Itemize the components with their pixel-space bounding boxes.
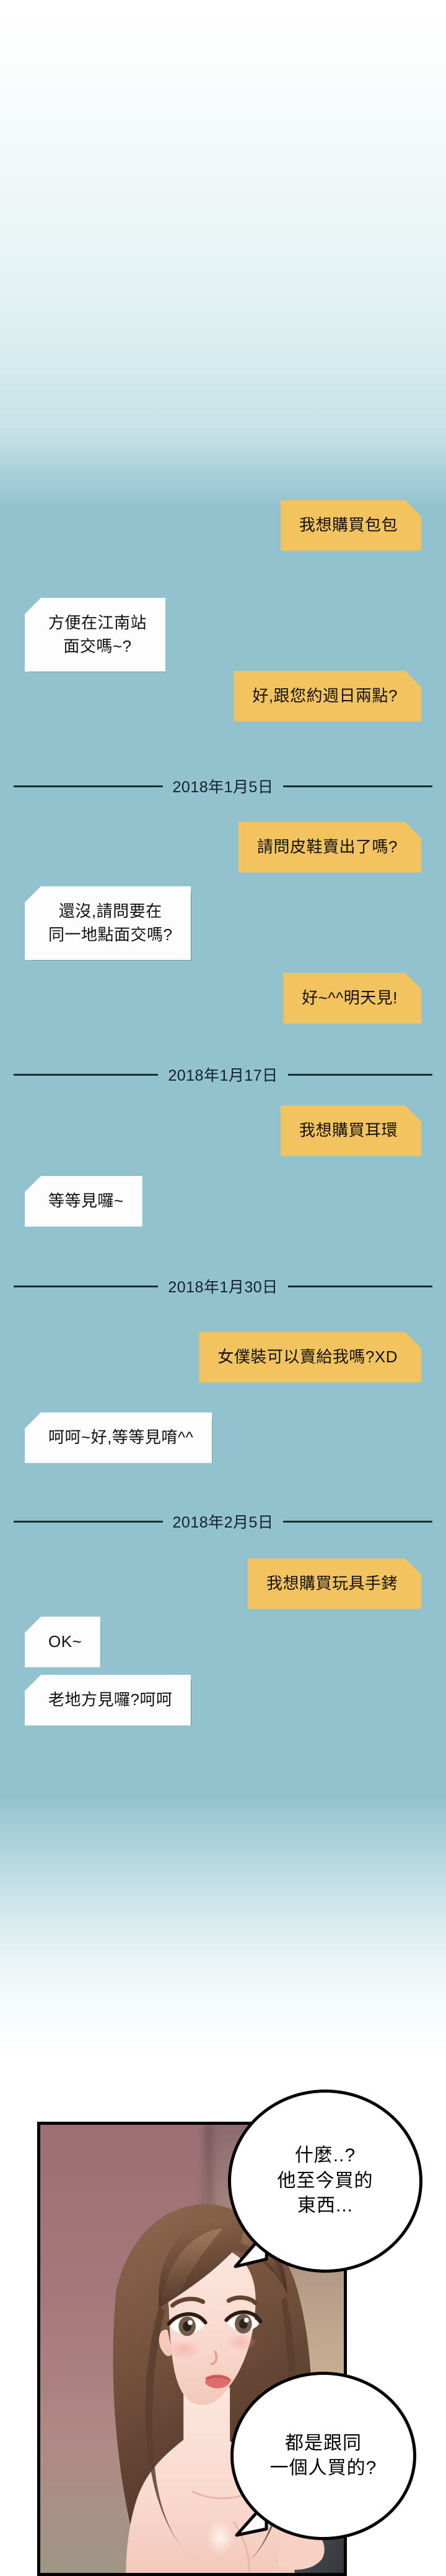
separator-line-left	[14, 1073, 159, 1076]
separator-line-left	[14, 1520, 163, 1523]
chat-bubble-incoming[interactable]: OK~	[25, 1617, 101, 1667]
chat-bubble-incoming[interactable]: 呵呵~好,等等見唷^^	[25, 1412, 212, 1463]
chat-bubble-incoming[interactable]: 等等見囉~	[25, 1176, 142, 1227]
message-row-incoming: 還沒,請問要在 同一地點面交嗎?	[0, 886, 446, 961]
speech-balloon-thought[interactable]: 什麼..? 他至今買的 東西...	[228, 2090, 422, 2273]
chat-bubble-incoming[interactable]: 老地方見囉?呵呵	[25, 1675, 191, 1726]
eyebrow-right	[226, 2295, 258, 2306]
date-separator-label: 2018年2月5日	[172, 1514, 274, 1531]
hair-highlight-left	[160, 2228, 223, 2315]
message-row-incoming: 方便在江南站 面交嗎~?	[0, 598, 446, 672]
chat-bubble-outgoing[interactable]: 我想購買包包	[281, 500, 421, 551]
date-separator-label: 2018年1月30日	[168, 1279, 278, 1296]
chat-bubble-outgoing[interactable]: 女僕裝可以賣給我嗎?XD	[199, 1332, 421, 1383]
date-separator-label: 2018年1月17日	[168, 1067, 278, 1084]
message-row-outgoing: 好,跟您約週日兩點?	[0, 671, 446, 722]
message-row-incoming: 老地方見囉?呵呵	[0, 1675, 446, 1726]
separator-line-right	[287, 1073, 433, 1076]
chest-highlight	[206, 2519, 234, 2556]
chat-bubble-outgoing[interactable]: 好,跟您約週日兩點?	[234, 671, 421, 722]
chat-log: 我想購買包包 方便在江南站 面交嗎~? 好,跟您約週日兩點? 2018年1月5日…	[0, 0, 446, 1726]
separator-line-right	[287, 1285, 433, 1287]
message-row-incoming: 等等見囉~	[0, 1176, 446, 1227]
blush-right	[225, 2333, 257, 2351]
eye-left	[167, 2312, 208, 2336]
message-row-outgoing: 女僕裝可以賣給我嗎?XD	[0, 1332, 446, 1383]
collarbone-right	[232, 2521, 251, 2573]
separator-line-left	[14, 1285, 159, 1287]
chat-bubble-incoming[interactable]: 方便在江南站 面交嗎~?	[25, 598, 166, 672]
message-row-outgoing: 我想購買耳環	[0, 1105, 446, 1156]
message-row-incoming: OK~	[0, 1617, 446, 1667]
nose	[210, 2350, 218, 2366]
eye-right	[224, 2310, 263, 2334]
date-separator: 2018年1月17日	[0, 1063, 446, 1086]
message-row-outgoing: 我想購買玩具手銬	[0, 1558, 446, 1609]
chat-bubble-outgoing[interactable]: 我想購買玩具手銬	[248, 1558, 421, 1609]
message-row-outgoing: 請問皮鞋賣出了嗎?	[0, 822, 446, 873]
message-row-outgoing: 好~^^明天見!	[0, 973, 446, 1024]
hand-holding-phone	[279, 2530, 325, 2570]
date-separator-label: 2018年1月5日	[172, 779, 274, 796]
date-separator: 2018年1月5日	[0, 775, 446, 797]
separator-line-right	[283, 1520, 432, 1523]
eyebrow-left	[170, 2296, 206, 2308]
date-separator: 2018年1月30日	[0, 1275, 446, 1297]
lip-line	[206, 2375, 231, 2381]
separator-line-left	[14, 785, 163, 787]
chat-bubble-outgoing[interactable]: 我想購買耳環	[281, 1105, 421, 1156]
chat-bubble-incoming[interactable]: 還沒,請問要在 同一地點面交嗎?	[25, 886, 191, 961]
message-row-incoming: 呵呵~好,等等見唷^^	[0, 1412, 446, 1463]
separator-line-right	[283, 785, 432, 787]
message-row-outgoing: 我想購買包包	[0, 500, 446, 551]
chat-bubble-outgoing[interactable]: 好~^^明天見!	[283, 973, 421, 1024]
date-separator: 2018年2月5日	[0, 1510, 446, 1532]
blush-left	[165, 2339, 202, 2360]
chat-bubble-outgoing[interactable]: 請問皮鞋賣出了嗎?	[238, 822, 421, 873]
hair-lock-left	[145, 2306, 196, 2560]
speech-balloon-thought[interactable]: 都是跟同 一個人買的?	[230, 2372, 416, 2540]
